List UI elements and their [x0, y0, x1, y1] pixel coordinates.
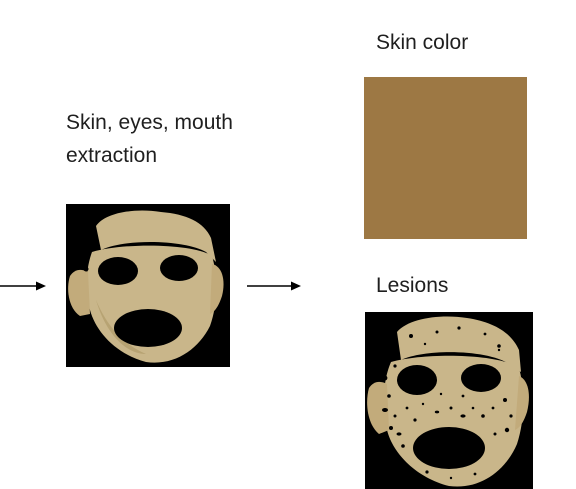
extracted-face-mouth-hole: [114, 309, 182, 347]
skin-color-swatch: [364, 77, 527, 239]
extracted-face-shadow: [96, 300, 146, 354]
extraction-label: Skin, eyes, mouth extraction: [66, 106, 233, 172]
lesions-face-left-eye-hole: [397, 365, 437, 395]
lesions-label: Lesions: [376, 274, 449, 297]
skin-color-label: Skin color: [376, 31, 469, 54]
lesion-spots: [382, 326, 513, 480]
input-arrow-icon: [0, 281, 46, 291]
extraction-label-line2: extraction: [66, 144, 158, 167]
extracted-face-image: [66, 204, 230, 367]
extracted-face-left-eye-hole: [98, 257, 138, 285]
process-arrow-icon: [247, 281, 301, 291]
extracted-face-skin: [96, 210, 216, 262]
lesions-face-right-eye-hole: [461, 364, 501, 392]
lesions-face-image: [365, 312, 533, 489]
extracted-face-right-eye-hole: [160, 255, 198, 281]
lesions-face-mouth-hole: [413, 427, 485, 469]
extraction-label-line1: Skin, eyes, mouth: [66, 111, 233, 134]
